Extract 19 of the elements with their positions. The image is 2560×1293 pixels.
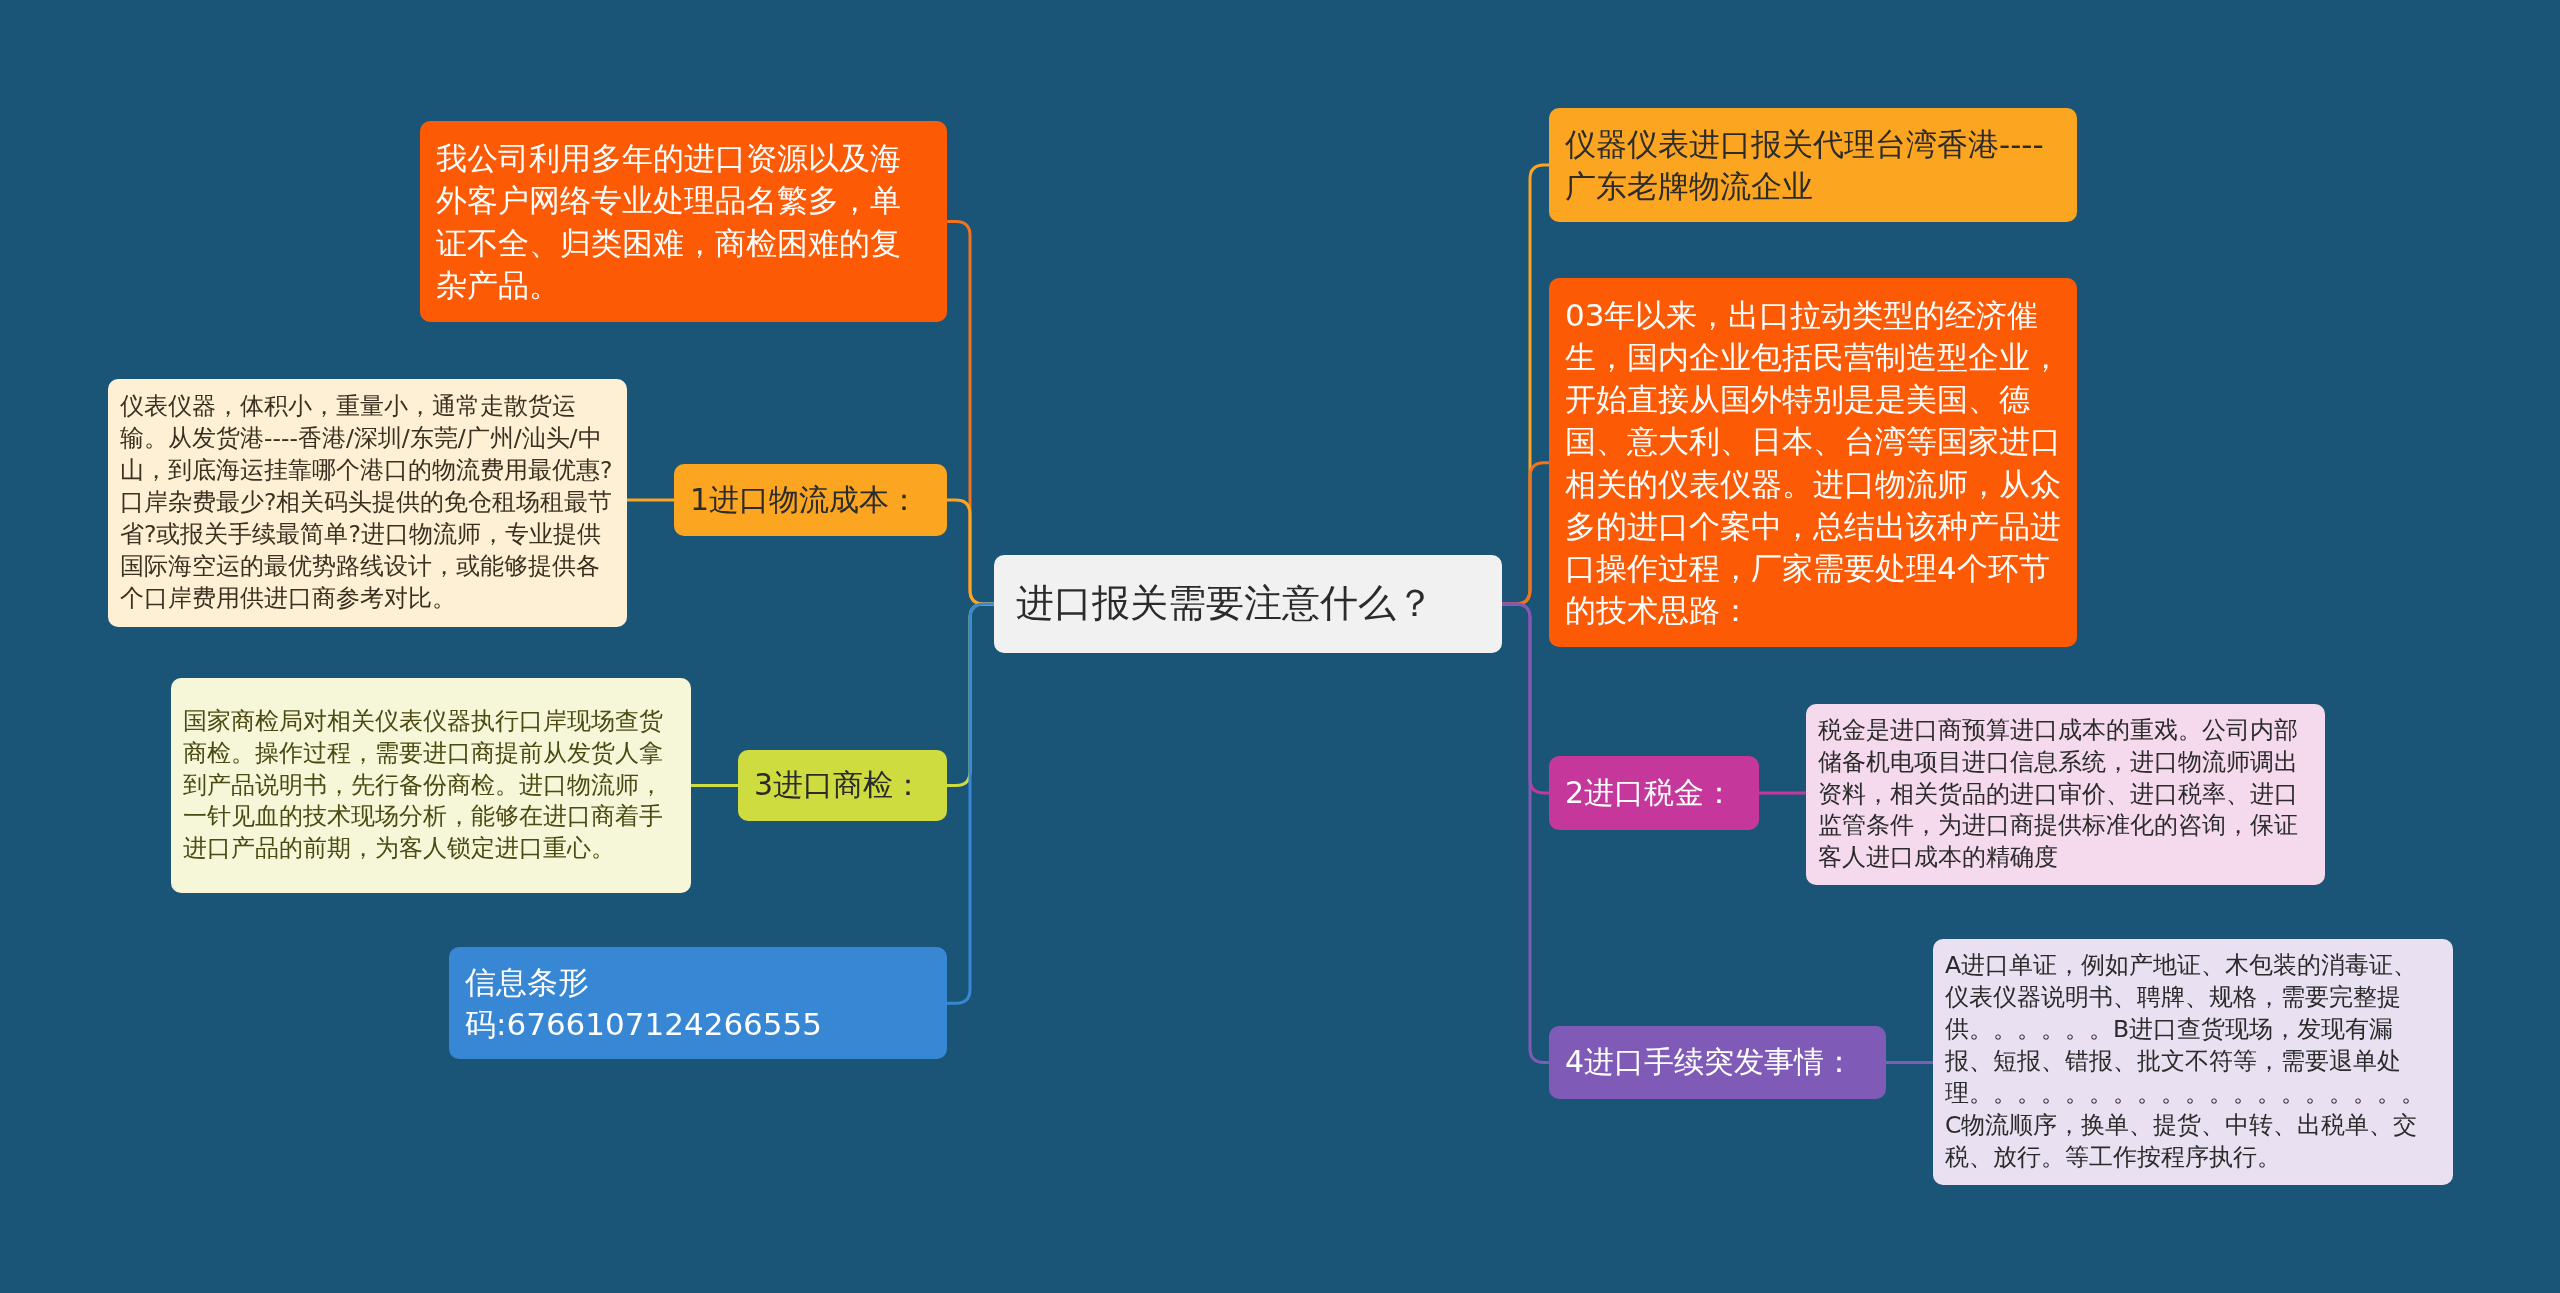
connector-line (1886, 1061, 1933, 1064)
connector-line (947, 602, 994, 1005)
connector-line (1502, 602, 1549, 1064)
note-box: 仪表仪器，体积小，重量小，通常走散货运输。从发货港----香港/深圳/东莞/广州/汕头/中山，到底海运挂靠哪个港口的物流费用最优惠?口岸杂费最少?相关码头提供的免仓租场租最节省?或报关手续最简单?进口物流师，专业提供国际海空运的最优势路线设计，或能够提供各个口岸费用供进口商参考对比。 (108, 379, 627, 627)
connector-line (1759, 791, 1806, 795)
topic-box: 3进口商检： (738, 750, 947, 821)
topic-box: 4进口手续突发事情： (1549, 1026, 1886, 1099)
topic-box: 03年以来，出口拉动类型的经济催生，国内企业包括民营制造型企业，开始直接从国外特别是是美国、德国、意大利、日本、台湾等国家进口相关的仪表仪器。进口物流师，从众多的进口个案中，总结出该种产品进口操作过程，厂家需要处理4个环节的技术思路： (1549, 278, 2077, 648)
central-topic-box: 进口报关需要注意什么？ (994, 555, 1502, 653)
topic-box: 信息条形码:6766107124266555 (449, 947, 947, 1060)
note-box: 税金是进口商预算进口成本的重戏。公司内部储备机电项目进口信息系统，进口物流师调出资料，相关货品的进口审价、进口税率、进口监管条件，为进口商提供标准化的咨询，保证客人进口成本的精确度 (1806, 704, 2325, 885)
connector-line (691, 784, 738, 787)
topic-box: 2进口税金： (1549, 756, 1759, 830)
connector-line (627, 498, 674, 502)
note-box: 国家商检局对相关仪表仪器执行口岸现场查货商检。操作过程，需要进口商提前从发货人拿到产品说明书，先行备份商检。进口物流师，一针见血的技术现场分析，能够在进口商着手进口产品的前期，为客人锁定进口重心。 (171, 678, 691, 893)
topic-box: 仪器仪表进口报关代理台湾香港----广东老牌物流企业 (1549, 108, 2077, 222)
topic-box: 1进口物流成本： (674, 464, 947, 536)
topic-box: 我公司利用多年的进口资源以及海外客户网络专业处理品名繁多，单证不全、归类困难，商检困难的复杂产品。 (420, 121, 947, 322)
note-box: A进口单证，例如产地证、木包装的消毒证、仪表仪器说明书、聘牌、规格，需要完整提供。。。。。。B进口查货现场，发现有漏报、短报、错报、批文不符等，需要退单处理。。。。。。。。。。。。。。。。。。。C物流顺序，换单、提货、中转、出税单、交税、放行。等工作按程序执行。 (1933, 939, 2453, 1185)
